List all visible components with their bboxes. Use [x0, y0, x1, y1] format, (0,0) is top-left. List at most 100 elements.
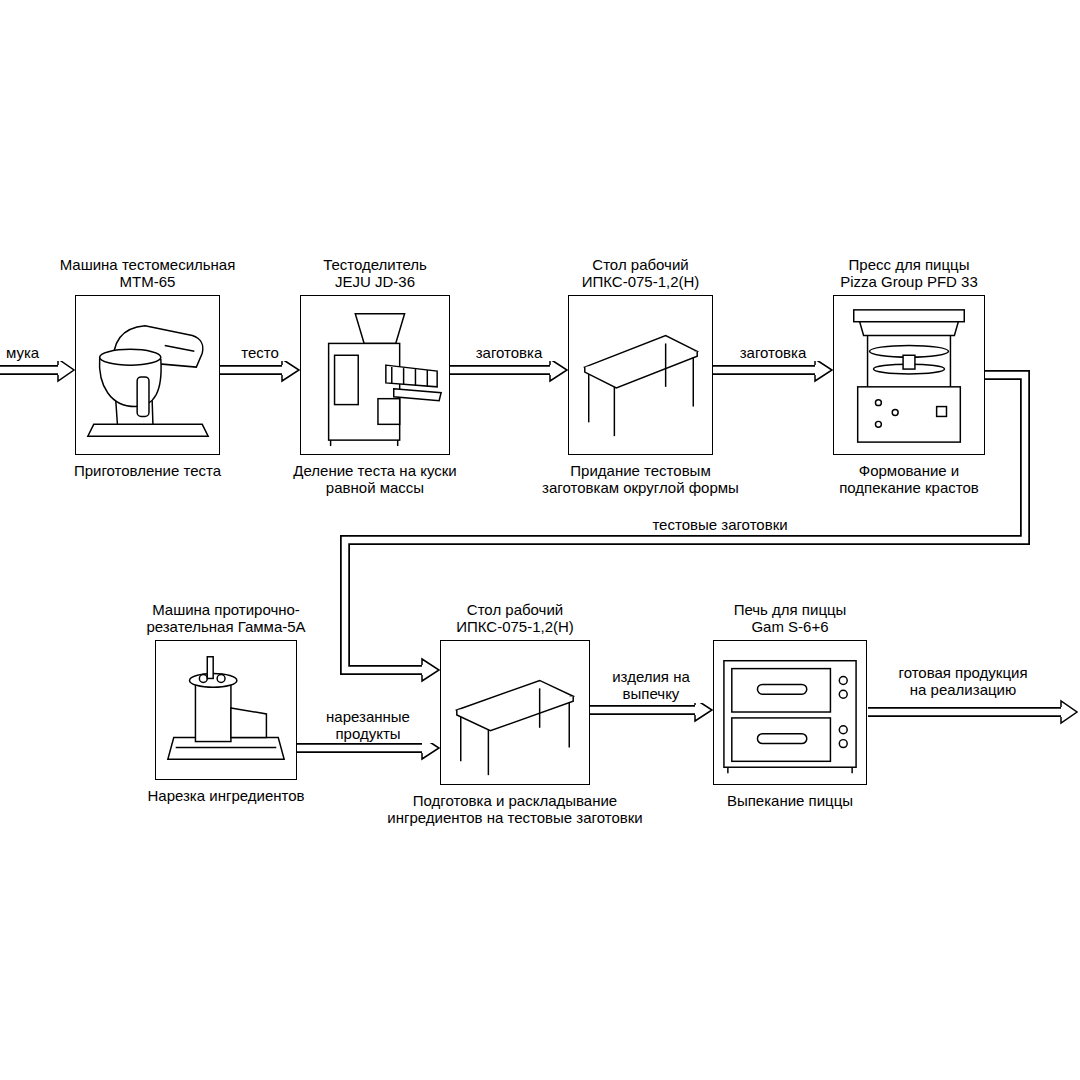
equipment-illustration — [441, 641, 589, 784]
input-arrow — [0, 359, 74, 381]
illustration-stroke — [427, 370, 428, 387]
arrow-head — [550, 359, 567, 381]
arrow-shaft-inner — [220, 367, 284, 374]
equipment-illustration — [834, 296, 984, 454]
operation-caption: Подготовка и раскладывание ингредиентов … — [373, 792, 658, 827]
flow-label: мука — [6, 344, 66, 361]
illustration-stroke — [693, 357, 694, 406]
illustration-stroke — [839, 726, 847, 734]
illustration-stroke — [176, 747, 277, 748]
illustration-stroke — [394, 389, 441, 401]
illustration-stroke — [851, 767, 852, 773]
illustration-stroke — [403, 368, 404, 385]
flow-arrow — [220, 359, 299, 381]
arrow-shaft — [297, 743, 424, 753]
illustration-stroke — [460, 717, 461, 761]
equipment-illustration — [301, 296, 449, 454]
illustration-stroke — [355, 314, 404, 344]
arrow-shaft — [713, 365, 817, 375]
arrow-shaft — [0, 365, 61, 375]
illustration-stroke — [903, 355, 915, 369]
illustration-stroke — [588, 374, 589, 422]
illustration-stroke — [391, 367, 392, 384]
illustration-stroke — [397, 440, 398, 446]
edge-label: тесто — [220, 344, 300, 361]
illustration-stroke — [88, 424, 208, 436]
illustration-stroke — [569, 702, 570, 747]
flow-label: готовая продукция на реализацию — [893, 664, 1033, 699]
operation-caption: Приготовление теста — [48, 462, 248, 479]
illustration-stroke — [165, 345, 195, 351]
illustration-stroke — [839, 690, 847, 698]
equipment-name: Печь для пиццы Gam S-6+6 — [728, 601, 853, 636]
equipment-name: Машина тестомесильная МТМ-65 — [53, 256, 243, 291]
arrow-head — [1061, 701, 1077, 723]
arrow-head — [58, 359, 74, 381]
arrow-shaft-inner — [713, 367, 817, 374]
equipment-box: Печь для пиццы Gam S-6+6Выпекание пиццы — [713, 640, 867, 785]
illustration-stroke — [937, 407, 947, 417]
illustration-stroke — [199, 675, 207, 683]
illustration-stroke — [875, 400, 881, 406]
equipment-illustration — [714, 641, 866, 784]
flow-arrow — [713, 359, 832, 381]
illustration-stroke — [330, 440, 331, 446]
illustration-stroke — [137, 377, 149, 416]
equipment-box: Машина тестомесильная МТМ-65Приготовлени… — [75, 295, 220, 455]
illustration-stroke — [335, 355, 359, 404]
illustration-stroke — [950, 336, 951, 387]
operation-caption: Формование и подпекание крастов — [834, 462, 984, 497]
equipment-name: Пресс для пиццы Pizza Group PFD 33 — [837, 256, 982, 291]
arrow-shaft-inner — [297, 745, 424, 752]
equipment-box: Пресс для пиццы Pizza Group PFD 33Формов… — [833, 295, 985, 455]
equipment-box: Стол рабочий ИПКС-075-1,2(Н)Подготовка и… — [440, 640, 590, 785]
arrow-shaft-inner — [590, 707, 697, 714]
edge-label: нарезанные продукты — [303, 708, 433, 743]
operation-caption: Деление теста на куски равной массы — [288, 462, 463, 497]
illustration-stroke — [732, 669, 831, 712]
illustration-stroke — [195, 684, 230, 741]
illustration-stroke — [665, 343, 666, 386]
illustration-stroke — [854, 310, 965, 322]
equipment-illustration — [569, 296, 712, 454]
illustration-stroke — [875, 421, 881, 427]
illustration-stroke — [757, 684, 806, 694]
illustration-stroke — [217, 675, 225, 683]
equipment-illustration — [156, 641, 296, 779]
illustration-stroke — [860, 322, 959, 336]
arrow-head — [815, 359, 832, 381]
equipment-box: Машина протирочно-резательная Гамма-5АНа… — [155, 640, 297, 780]
illustration-stroke — [329, 343, 400, 440]
equipment-illustration — [76, 296, 219, 454]
operation-caption: Придание тестовым заготовкам округлой фо… — [536, 462, 746, 497]
arrow-shaft — [590, 705, 697, 715]
illustration-stroke — [724, 661, 856, 768]
operation-caption: Выпекание пиццы — [715, 792, 865, 809]
edge-label: заготовка — [459, 344, 559, 361]
illustration-stroke — [727, 767, 728, 773]
illustration-stroke — [858, 387, 961, 442]
arrow-head — [422, 659, 439, 681]
arrow-shaft — [450, 365, 552, 375]
output-arrow — [868, 701, 1077, 723]
arrow-shaft — [220, 365, 284, 375]
illustration-stroke — [231, 708, 266, 738]
illustration-stroke — [757, 734, 806, 744]
illustration-stroke — [207, 657, 213, 679]
edge-label: тестовые заготовки — [620, 516, 820, 533]
arrow-shaft-inner — [0, 367, 61, 374]
illustration-stroke — [839, 677, 847, 685]
arrow-shaft-inner — [868, 709, 1064, 716]
edge-label: изделия на выпечку — [596, 668, 706, 703]
equipment-name: Тестоделитель JEJU JD-36 — [310, 256, 440, 291]
illustration-stroke — [585, 351, 697, 387]
illustration-stroke — [867, 336, 868, 387]
arrow-shaft-inner — [450, 367, 552, 374]
illustration-stroke — [386, 365, 437, 387]
equipment-box: Тестоделитель JEJU JD-36Деление теста на… — [300, 295, 450, 455]
equipment-name: Машина протирочно-резательная Гамма-5А — [134, 601, 319, 636]
arrow-shaft — [868, 707, 1064, 717]
illustration-stroke — [614, 387, 615, 436]
